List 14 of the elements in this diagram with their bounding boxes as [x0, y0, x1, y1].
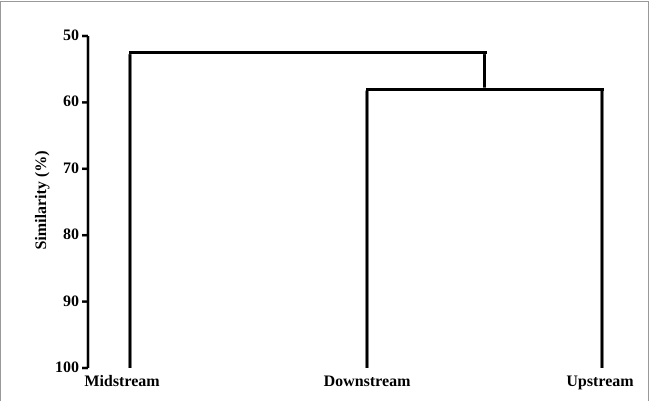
cluster-bar [128, 51, 486, 54]
tick-label: 50 [62, 28, 79, 44]
dendrogram-branch [128, 54, 132, 368]
axis-title: Similarity (%) [33, 150, 51, 250]
dendrogram-branch [600, 90, 604, 368]
cluster-bar [366, 88, 604, 91]
tick-label: 100 [54, 360, 79, 376]
tick-label: 60 [62, 94, 79, 110]
leaf-label: Midstream [84, 373, 160, 391]
leaf-label: Downstream [324, 373, 410, 391]
dendrogram-branch [366, 90, 368, 368]
leaf-label: Upstream [566, 373, 634, 391]
dendrogram-branch [483, 54, 486, 88]
tick-label: 90 [62, 294, 79, 310]
